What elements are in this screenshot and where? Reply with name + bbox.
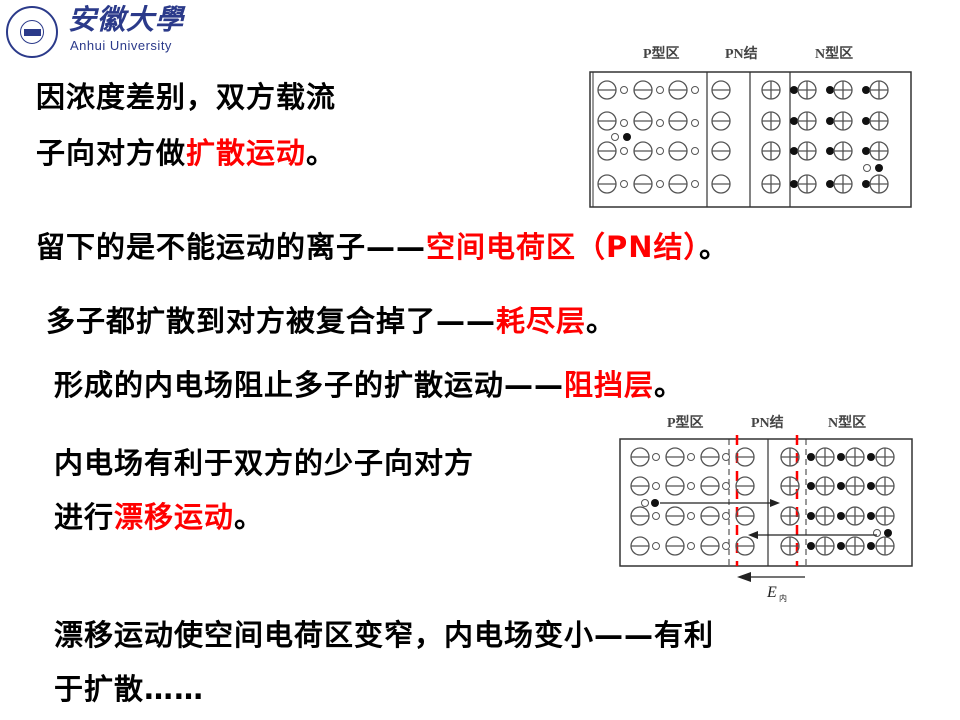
university-seal-logo: [6, 6, 58, 58]
seal-building-icon: [24, 29, 41, 36]
diagram1-label-p: P型区: [643, 45, 680, 62]
pn-junction-drift-diagram: P型区 PN结 N型区 E 内: [619, 414, 913, 603]
paragraph-2: 留下的是不能运动的离子——空间电荷区（PN结）。: [36, 230, 729, 264]
paragraph-6-line-1: 漂移运动使空间电荷区变窄，内电场变小——有利: [54, 618, 715, 652]
p1-text: 子向对方做: [36, 136, 187, 170]
p2-highlight-space-charge: 空间电荷区（PN结）: [426, 230, 700, 264]
logo-english-name: Anhui University: [70, 38, 172, 53]
paragraph-1-line-1: 因浓度差别，双方载流: [36, 80, 337, 114]
paragraph-5-line-2: 进行漂移运动。: [54, 500, 264, 534]
diagram1-label-pn: PN结: [725, 45, 758, 62]
diagram2-label-p: P型区: [667, 414, 704, 431]
p3-highlight-depletion: 耗尽层: [496, 304, 587, 338]
seal-inner-ring: [20, 20, 44, 44]
field-label-sub: 内: [779, 593, 787, 603]
p4-highlight-barrier: 阻挡层: [564, 368, 655, 402]
field-label-E: E: [766, 584, 777, 601]
p5-text: 进行: [54, 500, 115, 534]
logo-chinese-name: 安徽大學: [68, 3, 185, 36]
paragraph-4: 形成的内电场阻止多子的扩散运动——阻挡层。: [54, 368, 684, 402]
p5-end: 。: [234, 500, 265, 534]
diagram2-label-pn: PN结: [751, 414, 784, 431]
diagram2-label-n: N型区: [828, 414, 866, 431]
p3-end: 。: [586, 304, 617, 338]
p4-end: 。: [654, 368, 685, 402]
p2-end: 。: [699, 230, 730, 264]
p1-highlight-diffusion: 扩散运动: [186, 136, 307, 170]
paragraph-3: 多子都扩散到对方被复合掉了——耗尽层。: [46, 304, 616, 338]
p3-text: 多子都扩散到对方被复合掉了——: [46, 304, 497, 338]
p2-text: 留下的是不能运动的离子——: [36, 230, 427, 264]
paragraph-6-line-2: 于扩散……: [54, 672, 205, 706]
paragraph-1-line-2: 子向对方做扩散运动。: [36, 136, 336, 170]
p4-text: 形成的内电场阻止多子的扩散运动——: [54, 368, 565, 402]
diagram1-label-n: N型区: [815, 45, 853, 62]
p5-highlight-drift: 漂移运动: [114, 500, 235, 534]
paragraph-5-line-1: 内电场有利于双方的少子向对方: [54, 446, 475, 480]
pn-junction-diffusion-diagram: P型区 PN结 N型区: [589, 45, 912, 208]
p1-end: 。: [306, 136, 337, 170]
